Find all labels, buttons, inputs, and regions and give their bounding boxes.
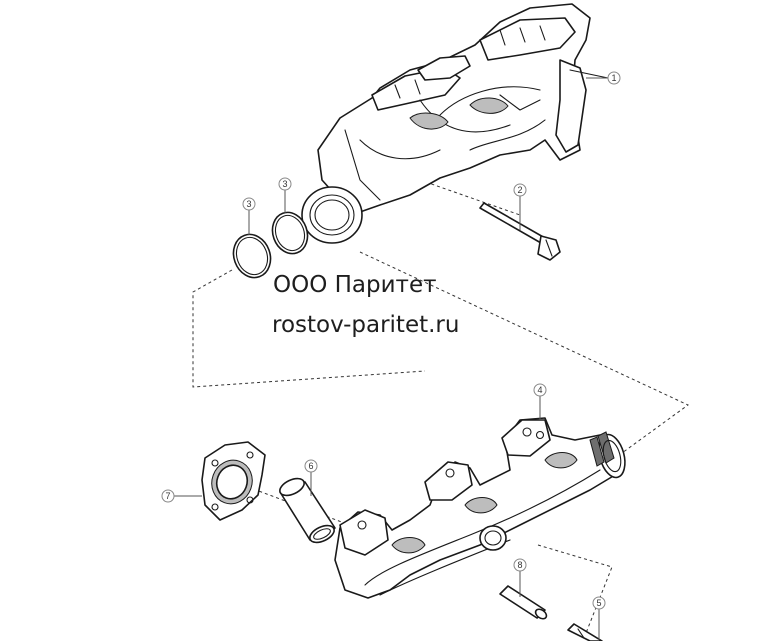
callout-label-6: 6 [308,461,313,471]
callout-label-5: 5 [596,598,601,608]
callout-marker-3a [242,197,256,211]
callout-label-3b: 3 [282,179,287,189]
callout-label-8: 8 [517,560,522,570]
turbine-housing-part-1 [301,3,609,244]
callout-marker-5 [592,596,606,610]
callout-marker-7 [161,489,175,503]
stud-part-5 [567,623,603,641]
callout-label-3a: 3 [246,199,251,209]
callout-marker-8 [513,558,527,572]
watermark-company-name: ООО Паритет [273,272,437,298]
gasket-part-7 [201,441,266,521]
bolt-part-2 [479,202,561,261]
callout-marker-6 [304,459,318,473]
assembly-guide-lines [192,179,689,634]
pin-part-8 [499,585,548,620]
callout-markers: 1 2 3 3 4 5 6 7 8 [161,71,621,640]
seal-ring-part-3 [232,211,309,279]
callout-marker-3b [278,177,292,191]
watermark-website: rostov-paritet.ru [272,312,460,338]
sleeve-part-6 [279,477,336,544]
callout-label-7: 7 [165,491,170,501]
callout-marker-1 [607,71,621,85]
callout-marker-4 [533,383,547,397]
callout-label-1: 1 [611,73,616,83]
callout-label-4: 4 [537,385,542,395]
callout-marker-2 [513,183,527,197]
exhaust-manifold-part-4 [334,417,626,599]
callout-label-2: 2 [517,185,522,195]
